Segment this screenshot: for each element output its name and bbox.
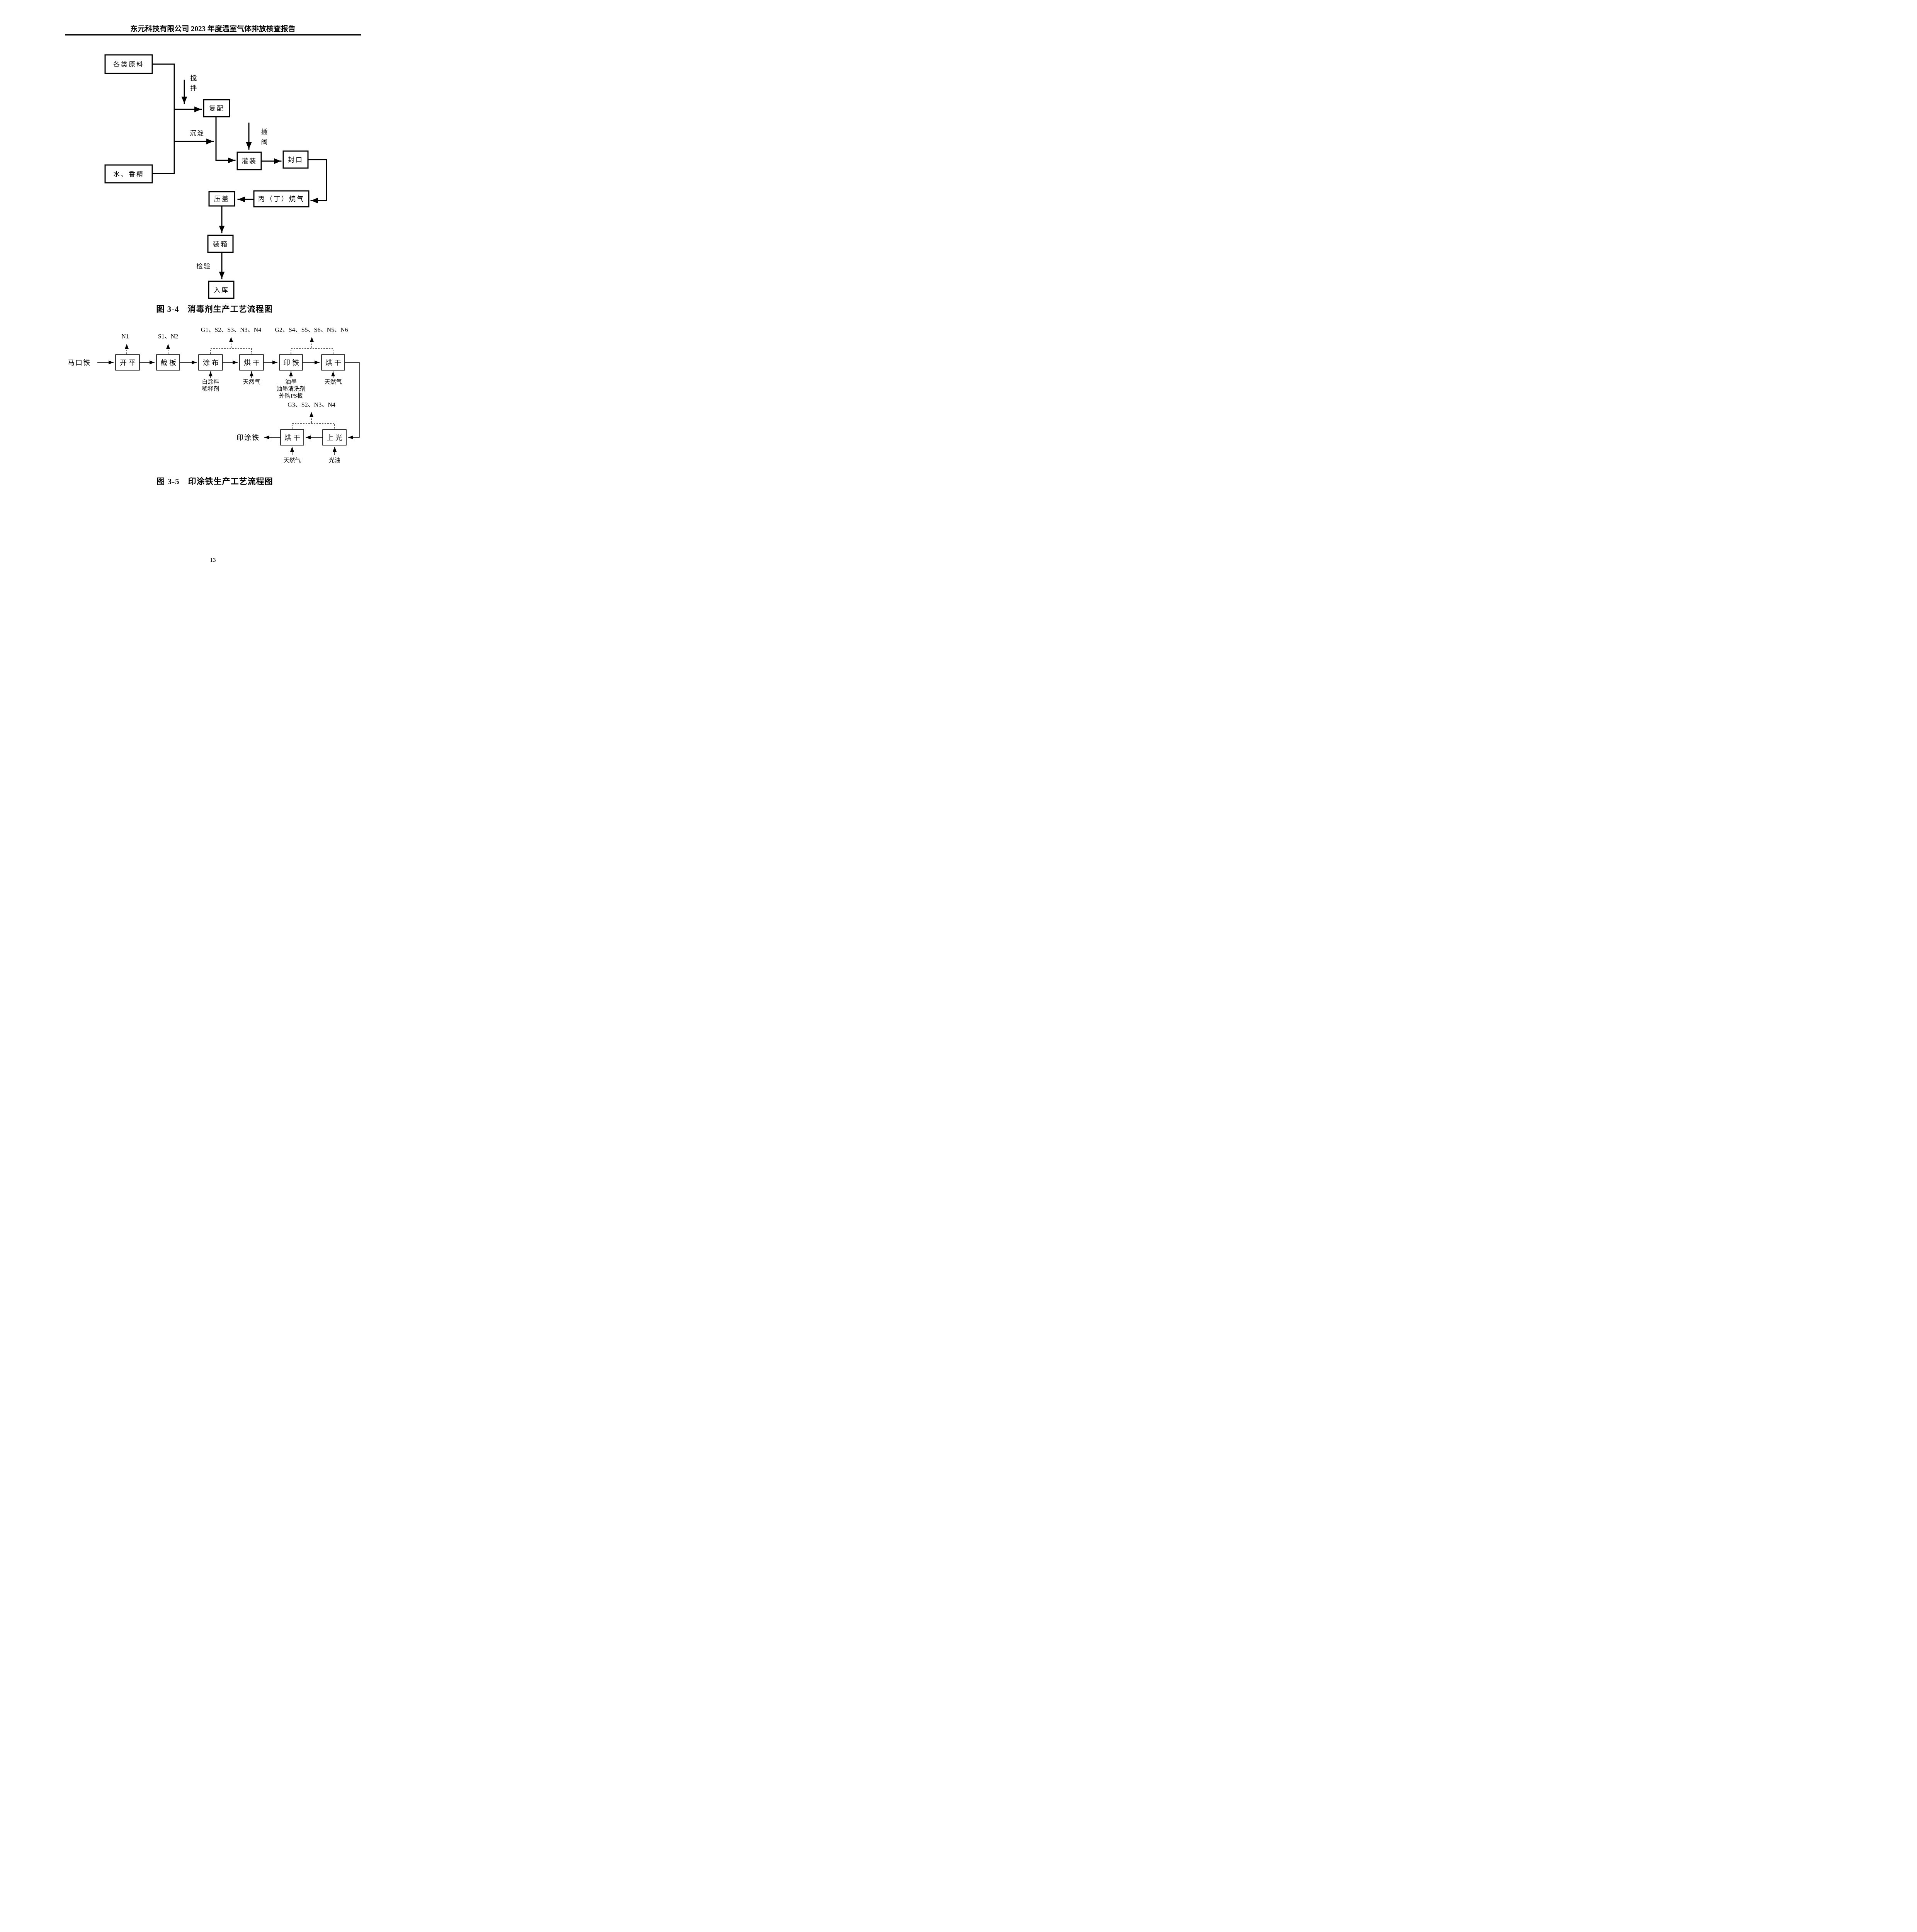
water-essence-label: 水、香精 bbox=[113, 171, 144, 178]
flatten-label: 开平 bbox=[120, 359, 138, 367]
dry3-box bbox=[280, 429, 304, 446]
dry2-box bbox=[321, 354, 345, 371]
dry1-box bbox=[239, 354, 264, 371]
cut-board-box bbox=[156, 354, 180, 371]
capping-label: 压盖 bbox=[214, 196, 230, 203]
coating-label-line1: 白涂料 bbox=[202, 379, 219, 385]
compound-box bbox=[203, 99, 230, 117]
coat-label: 涂布 bbox=[203, 359, 221, 367]
warehousing-box bbox=[208, 281, 235, 299]
ink-label-line1: 油墨 bbox=[285, 379, 297, 385]
figure-3-5-caption: 图 3-5 印涂铁生产工艺流程图 bbox=[156, 477, 273, 486]
dry1-label: 烘干 bbox=[244, 359, 262, 367]
figure-3-4-flowchart: 搅拌 沉淀 插阀 检验 各类原料 bbox=[104, 54, 327, 314]
emission-g2-label: G2、S4、S5、S6、N5、N6 bbox=[275, 327, 348, 333]
coating-label-line2: 稀释剂 bbox=[202, 386, 219, 392]
water-essence-box bbox=[104, 164, 153, 184]
filling-box bbox=[236, 151, 262, 170]
insert-valve-label: 插阀 bbox=[260, 128, 268, 148]
page-number: 13 bbox=[210, 557, 216, 563]
tinplate-input-label: 马口铁 bbox=[68, 359, 91, 367]
sealing-label: 封口 bbox=[288, 156, 303, 164]
packing-label: 装箱 bbox=[213, 241, 228, 248]
page-header: 东元科技有限公司 2023 年度温室气体排放核查报告 bbox=[65, 24, 361, 36]
propane-butane-box bbox=[253, 190, 310, 207]
dry3-label: 烘干 bbox=[284, 434, 302, 442]
emission-n1-label: N1 bbox=[121, 333, 129, 340]
coat-box bbox=[198, 354, 223, 371]
emission-g2-bracket bbox=[291, 348, 333, 354]
ink-label-line2: 油墨清洗剂 bbox=[276, 386, 305, 392]
sealing-to-propane-route bbox=[307, 159, 327, 204]
report-title: 东元科技有限公司 2023 年度温室气体排放核查报告 bbox=[130, 24, 296, 33]
compound-label: 复配 bbox=[209, 105, 225, 112]
gloss-label: 上光 bbox=[327, 434, 344, 442]
inspect-label: 检验 bbox=[196, 263, 211, 270]
ink-label-line3: 外购PS板 bbox=[279, 392, 303, 399]
page-canvas: 东元科技有限公司 2023 年度温室气体排放核查报告 搅拌 沉淀 插阀 bbox=[65, 24, 361, 563]
figure-3-5-flowchart: N1 S1、N2 G1、S2、S3、N3、N4 G2、S4、S5、S6、N5、N… bbox=[68, 327, 360, 486]
dry2-label: 烘干 bbox=[325, 359, 343, 367]
warehousing-label: 入库 bbox=[214, 287, 229, 294]
figure-3-4-caption: 图 3-4 消毒剂生产工艺流程图 bbox=[156, 304, 272, 314]
propane-butane-label: 丙（丁）烷气 bbox=[258, 196, 304, 203]
raw-materials-box bbox=[104, 54, 153, 74]
cut-board-label: 裁板 bbox=[160, 359, 178, 367]
output-label: 印涂铁 bbox=[236, 434, 260, 442]
report-page: 东元科技有限公司 2023 年度温室气体排放核查报告 搅拌 沉淀 插阀 bbox=[0, 0, 426, 602]
print-iron-box bbox=[279, 354, 303, 371]
varnish-label: 光油 bbox=[329, 457, 340, 464]
gas2-label: 天然气 bbox=[324, 379, 342, 385]
emission-g1-bracket bbox=[210, 348, 252, 354]
settle-label: 沉淀 bbox=[190, 130, 204, 137]
emission-s1n2-label: S1、N2 bbox=[158, 333, 178, 340]
gloss-box bbox=[322, 429, 347, 446]
route-dry2-to-gloss bbox=[345, 362, 360, 439]
flatten-box bbox=[115, 354, 140, 371]
print-iron-label: 印铁 bbox=[283, 359, 301, 367]
gas1-label: 天然气 bbox=[243, 379, 260, 385]
gas3-label: 天然气 bbox=[283, 457, 301, 464]
stir-label: 搅拌 bbox=[189, 75, 197, 95]
emission-g3-bracket bbox=[292, 423, 335, 429]
emission-g3-label: G3、S2、N3、N4 bbox=[287, 402, 335, 408]
filling-label: 灌装 bbox=[242, 158, 257, 165]
capping-box bbox=[208, 191, 235, 207]
sealing-box bbox=[282, 150, 309, 169]
packing-box bbox=[207, 235, 234, 253]
emission-g1-label: G1、S2、S3、N3、N4 bbox=[201, 327, 261, 333]
raw-materials-label: 各类原料 bbox=[113, 61, 144, 68]
